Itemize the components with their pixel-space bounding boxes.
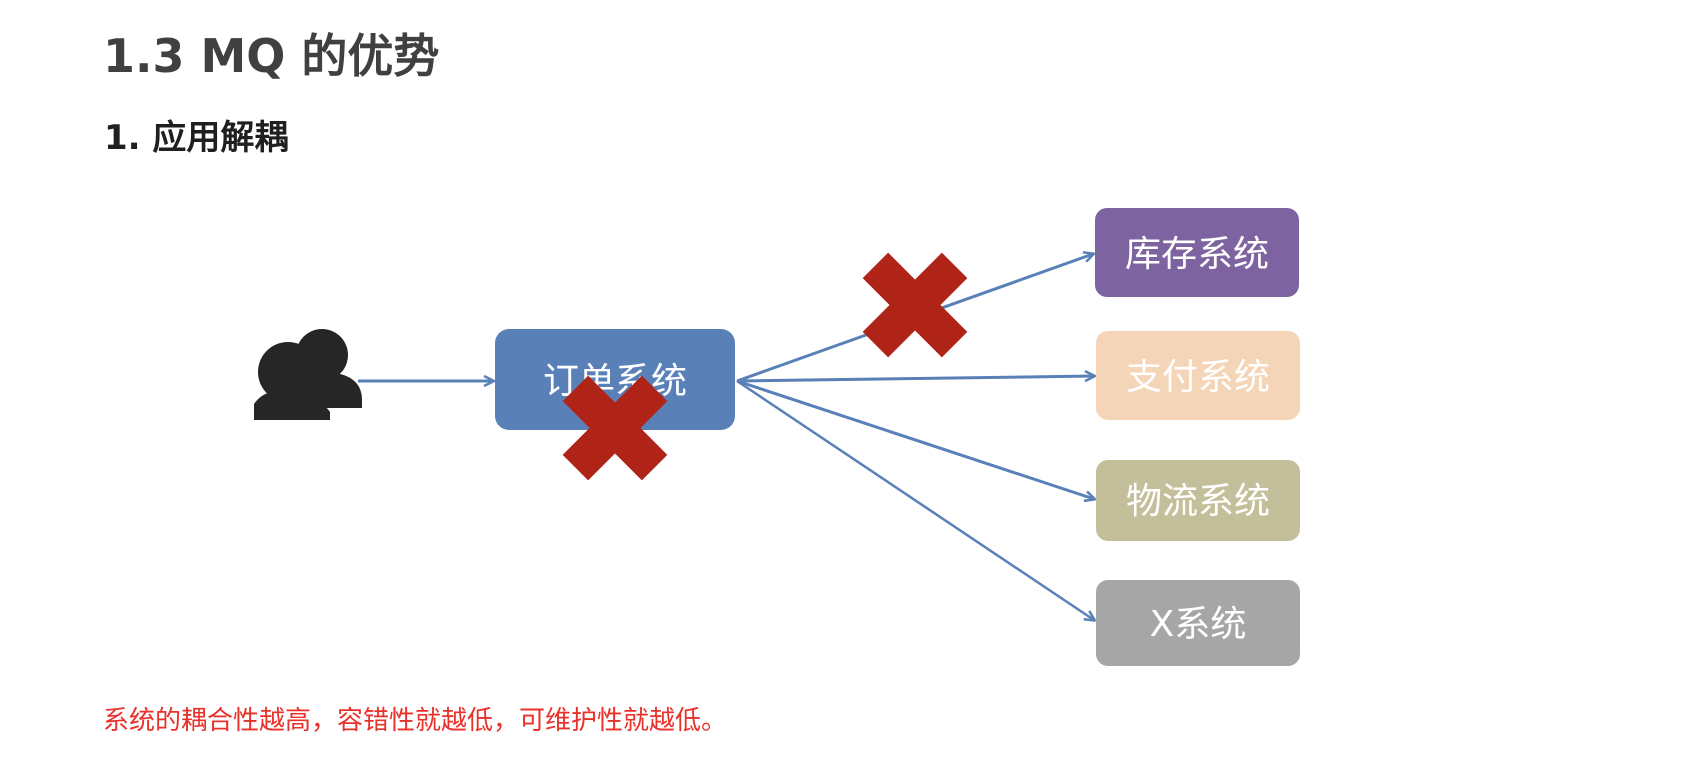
arrow-order-to-payment	[736, 376, 1094, 383]
logistics-system-label: 物流系统	[1126, 481, 1270, 522]
x-system-node: X系统	[1096, 580, 1300, 666]
order-system-label: 订单系统	[543, 361, 687, 402]
arrow-order-to-x	[736, 379, 1094, 620]
inventory-system-box	[1095, 208, 1299, 297]
inventory-system-label: 库存系统	[1125, 234, 1269, 275]
order-system-box	[495, 329, 735, 430]
users-icon	[254, 329, 362, 420]
order-system-node: 订单系统	[495, 329, 735, 430]
cross-icon	[562, 375, 668, 481]
coupling-note: 系统的耦合性越高，容错性就越低，可维护性就越低。	[103, 706, 728, 736]
inventory-system-node: 库存系统	[1095, 208, 1299, 297]
payment-system-box	[1096, 331, 1300, 420]
arrow-order-to-logistics	[736, 379, 1094, 499]
payment-system-node: 支付系统	[1096, 331, 1300, 420]
x-system-label: X系统	[1150, 604, 1247, 645]
logistics-system-box	[1096, 460, 1300, 541]
logistics-system-node: 物流系统	[1096, 460, 1300, 541]
page-title: 1.3 MQ 的优势	[103, 29, 440, 83]
section-title: 1. 应用解耦	[104, 118, 289, 158]
cross-icon	[862, 252, 968, 358]
payment-system-label: 支付系统	[1126, 357, 1270, 398]
x-system-box	[1096, 580, 1300, 666]
